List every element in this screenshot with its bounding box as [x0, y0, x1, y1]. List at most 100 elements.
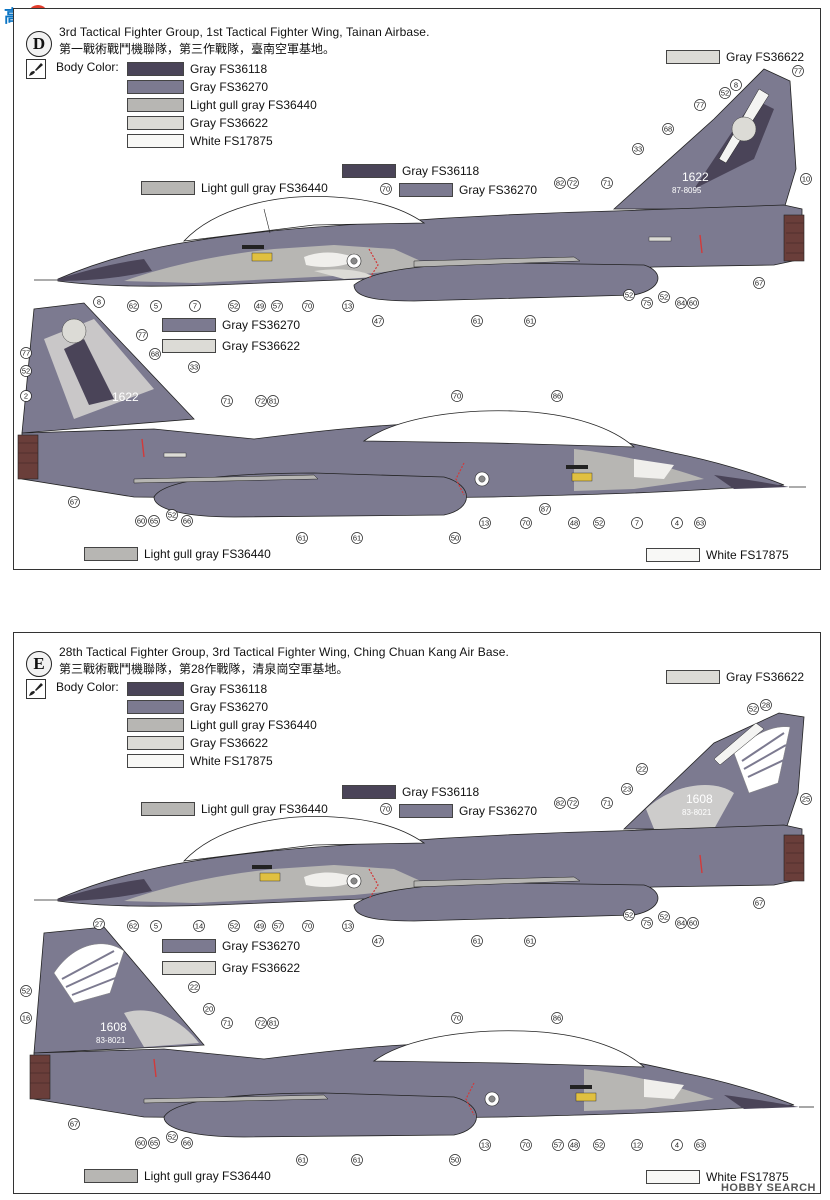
number-marker: 68	[662, 123, 674, 135]
number-marker: 52	[166, 1131, 178, 1143]
tail-number: 1622	[682, 170, 709, 184]
svg-text:52: 52	[22, 367, 30, 376]
scheme-title: 28th Tactical Fighter Group, 3rd Tactica…	[59, 645, 509, 659]
number-marker: 70	[380, 183, 392, 195]
number-marker: 13	[342, 920, 354, 932]
svg-text:75: 75	[643, 919, 651, 928]
number-marker: 22	[636, 763, 648, 775]
number-marker: 81	[267, 1017, 279, 1029]
svg-text:77: 77	[22, 349, 30, 358]
svg-text:63: 63	[696, 519, 704, 528]
number-marker: 47	[372, 935, 384, 947]
svg-text:7: 7	[635, 519, 639, 528]
number-marker: 75	[641, 917, 653, 929]
svg-text:47: 47	[374, 937, 382, 946]
tail-serial-partial: 83-8021	[96, 1036, 126, 1045]
number-marker: 65	[148, 515, 160, 527]
aircraft-lower: 1608 83-8021	[29, 926, 814, 1138]
color-callout: White FS17875	[646, 546, 789, 562]
svg-text:67: 67	[755, 279, 763, 288]
swatch-fs36440	[127, 97, 184, 112]
svg-text:13: 13	[481, 519, 489, 528]
svg-text:62: 62	[129, 922, 137, 931]
number-marker: 61	[471, 315, 483, 327]
svg-text:63: 63	[696, 1141, 704, 1150]
svg-text:70: 70	[304, 302, 312, 311]
svg-text:81: 81	[269, 397, 277, 406]
number-marker: 77	[136, 329, 148, 341]
svg-text:67: 67	[755, 899, 763, 908]
number-marker: 52	[20, 985, 32, 997]
number-marker: 47	[372, 315, 384, 327]
number-marker: 33	[188, 361, 200, 373]
number-marker: 84	[675, 297, 687, 309]
svg-text:52: 52	[595, 1141, 603, 1150]
number-marker: 70	[520, 517, 532, 529]
color-callout: White FS17875	[646, 1168, 789, 1184]
swatch-fs17875	[127, 133, 184, 148]
number-marker: 71	[601, 177, 613, 189]
swatch-fs36118	[127, 61, 184, 76]
tail-number-partial: 1622	[112, 390, 139, 404]
svg-text:61: 61	[526, 937, 534, 946]
svg-text:70: 70	[382, 185, 390, 194]
number-marker: 52	[228, 300, 240, 312]
svg-text:52: 52	[230, 302, 238, 311]
svg-text:71: 71	[603, 799, 611, 808]
scheme-panel-e: E 28th Tactical Fighter Group, 3rd Tacti…	[13, 632, 821, 1194]
color-callout: Gray FS36270	[162, 937, 300, 953]
number-marker: 52	[623, 909, 635, 921]
legend-row: Light gull gray FS36440	[127, 96, 317, 112]
number-marker: 67	[68, 496, 80, 508]
color-callout: Light gull gray FS36440	[84, 1167, 271, 1183]
legend-row: Gray FS36118	[127, 680, 267, 696]
number-marker: 5	[150, 920, 162, 932]
svg-text:66: 66	[183, 1139, 191, 1148]
svg-text:23: 23	[623, 785, 631, 794]
svg-text:4: 4	[675, 519, 679, 528]
number-marker: 12	[631, 1139, 643, 1151]
svg-text:71: 71	[223, 1019, 231, 1028]
swatch-fs36622	[127, 735, 184, 750]
swatch-fs36270	[127, 699, 184, 714]
number-marker: 61	[296, 1154, 308, 1166]
number-marker: 5	[150, 300, 162, 312]
number-marker: 61	[351, 1154, 363, 1166]
number-marker: 4	[671, 517, 683, 529]
body-color-label: Body Color:	[56, 680, 119, 694]
number-marker: 72	[567, 177, 579, 189]
color-callout: Gray FS36270	[399, 181, 537, 197]
svg-text:84: 84	[677, 299, 685, 308]
aircraft-upper: 1608 83-8021	[34, 712, 805, 922]
number-marker: 4	[671, 1139, 683, 1151]
number-marker: 62	[127, 300, 139, 312]
swatch-fs36118	[127, 681, 184, 696]
svg-text:67: 67	[70, 498, 78, 507]
number-marker: 61	[471, 935, 483, 947]
scheme-title: 3rd Tactical Fighter Group, 1st Tactical…	[59, 25, 430, 39]
number-marker: 86	[551, 1012, 563, 1024]
svg-text:77: 77	[696, 101, 704, 110]
number-marker: 60	[135, 1137, 147, 1149]
svg-text:77: 77	[794, 67, 802, 76]
svg-text:22: 22	[190, 983, 198, 992]
svg-text:70: 70	[382, 805, 390, 814]
number-marker: 61	[524, 935, 536, 947]
number-marker: 84	[675, 917, 687, 929]
number-marker: 77	[694, 99, 706, 111]
svg-text:52: 52	[660, 293, 668, 302]
color-callout: Gray FS36622	[666, 48, 804, 64]
color-callout: Light gull gray FS36440	[141, 800, 328, 816]
svg-text:2: 2	[24, 392, 28, 401]
number-marker: 75	[641, 297, 653, 309]
number-marker: 57	[271, 300, 283, 312]
svg-text:8: 8	[97, 298, 101, 307]
legend-row: Gray FS36622	[127, 114, 268, 130]
number-marker: 50	[449, 1154, 461, 1166]
svg-text:13: 13	[481, 1141, 489, 1150]
tail-serial: 87-8095	[672, 186, 702, 195]
svg-text:82: 82	[556, 179, 564, 188]
svg-text:52: 52	[595, 519, 603, 528]
svg-text:20: 20	[205, 1005, 213, 1014]
svg-text:66: 66	[183, 517, 191, 526]
